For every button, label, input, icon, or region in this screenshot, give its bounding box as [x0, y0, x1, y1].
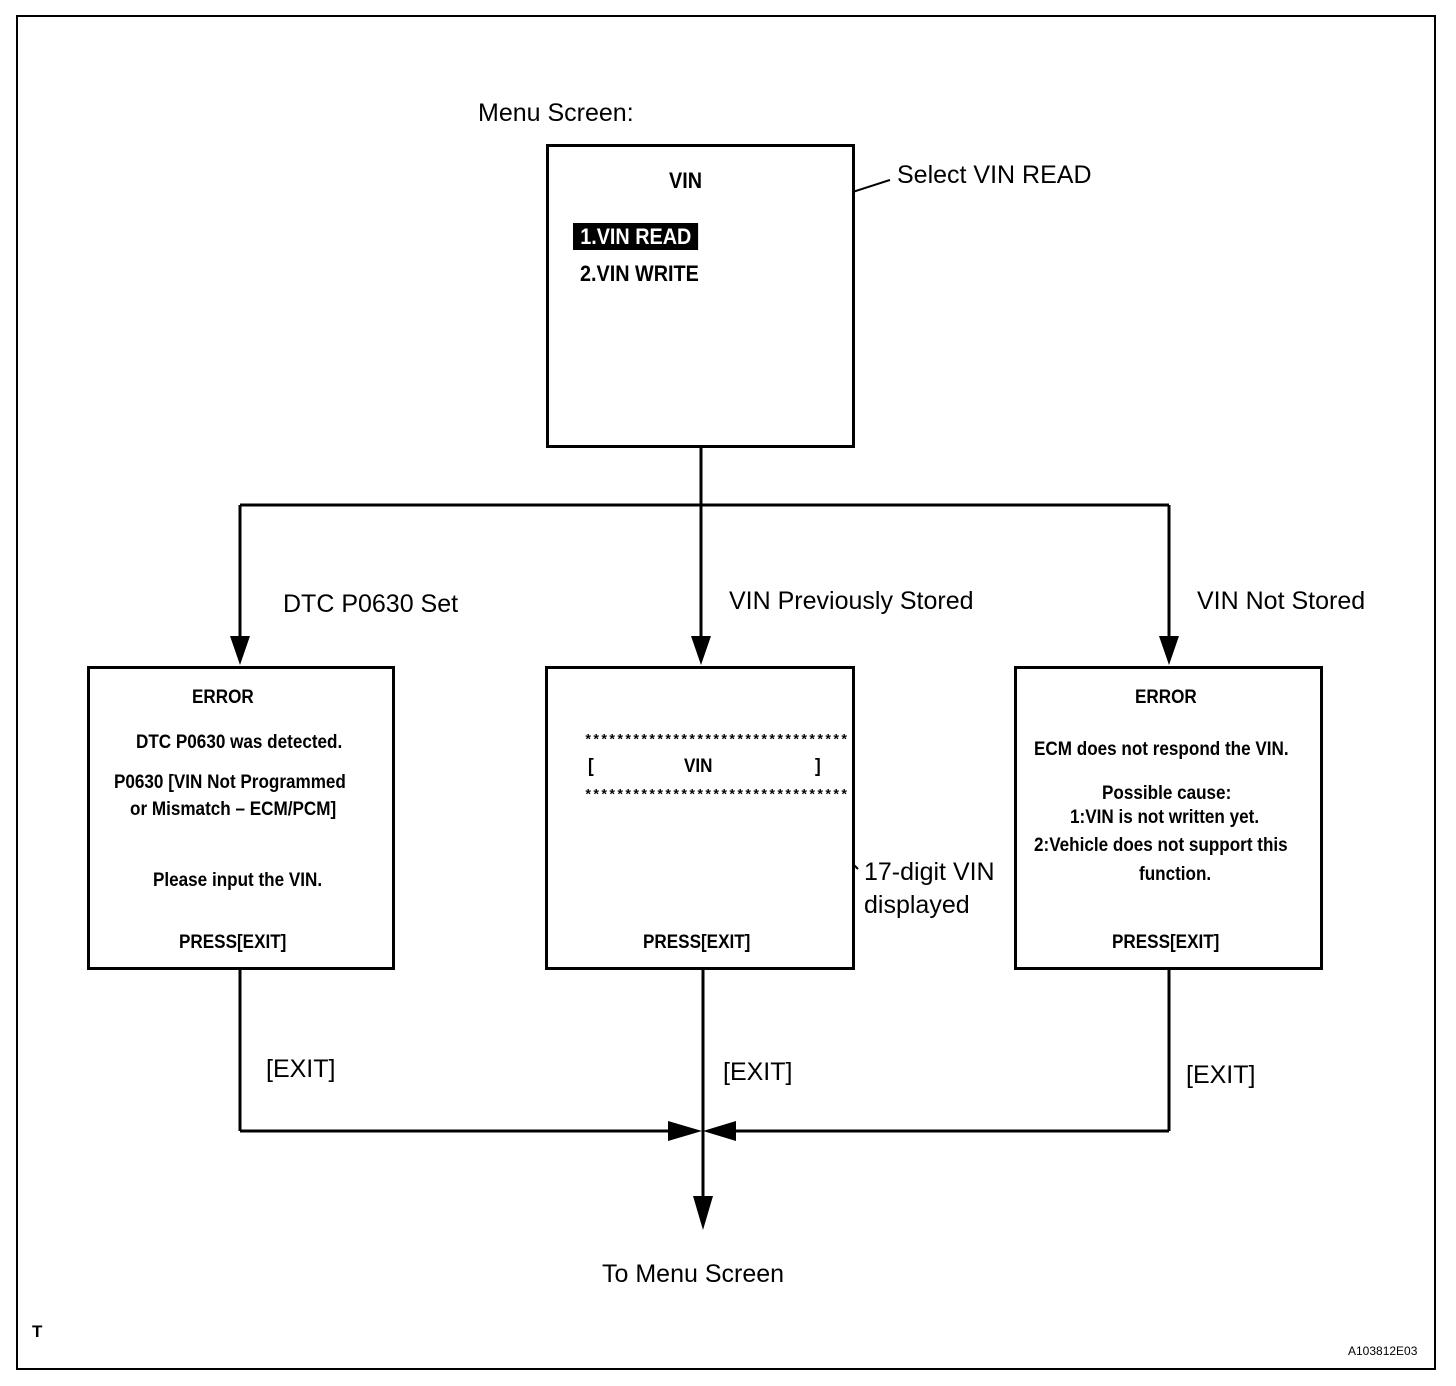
vin-bracket-open: [: [588, 756, 594, 777]
corner-mark: T: [32, 1322, 43, 1341]
left-screen-press: PRESS[EXIT]: [179, 932, 287, 953]
diagram-frame: [16, 15, 1436, 1370]
middle-screen-box: ********************************* [ VIN …: [545, 666, 855, 970]
vin-callout-line1: 17-digit VIN: [864, 858, 995, 886]
exit-right-arrowhead: [703, 1121, 736, 1141]
menu-title: VIN: [669, 168, 703, 193]
branch-middle-label: VIN Previously Stored: [729, 587, 974, 615]
exit-middle-label: [EXIT]: [723, 1058, 793, 1086]
menu-item-vin-read-label: 1.VIN READ: [573, 223, 699, 250]
exit-left-label: [EXIT]: [266, 1055, 336, 1083]
right-screen-box: ERROR ECM does not respond the VIN. Poss…: [1014, 666, 1323, 970]
left-screen-title: ERROR: [192, 687, 254, 708]
vin-stars-bottom: *********************************: [584, 788, 849, 804]
vin-callout-line2: displayed: [864, 891, 970, 919]
menu-caption: Menu Screen:: [478, 99, 634, 127]
right-screen-press: PRESS[EXIT]: [1112, 932, 1220, 953]
branch-left-arrowhead: [230, 636, 250, 665]
vin-stars-top: *********************************: [584, 733, 849, 749]
menu-item-vin-read: 1.VIN READ: [573, 223, 699, 250]
right-screen-line5: function.: [1139, 864, 1212, 885]
exit-right-label: [EXIT]: [1186, 1061, 1256, 1089]
branch-right-label: VIN Not Stored: [1197, 587, 1366, 615]
right-screen-line2: Possible cause:: [1102, 783, 1232, 804]
branch-left-label: DTC P0630 Set: [283, 590, 459, 618]
middle-screen-press: PRESS[EXIT]: [643, 932, 751, 953]
left-screen-line2: P0630 [VIN Not Programmed: [114, 772, 346, 793]
exit-left-arrowhead: [668, 1121, 702, 1141]
branch-right-arrowhead: [1159, 636, 1179, 665]
right-screen-line4: 2:Vehicle does not support this: [1034, 835, 1288, 856]
left-screen-box: ERROR DTC P0630 was detected. P0630 [VIN…: [87, 666, 395, 970]
right-screen-line1: ECM does not respond the VIN.: [1034, 739, 1289, 760]
menu-screen-box: VIN 1.VIN READ 2.VIN WRITE: [546, 144, 855, 448]
figure-id: A103812E03: [1348, 1344, 1418, 1358]
select-callout: Select VIN READ: [897, 161, 1092, 189]
left-screen-line4: Please input the VIN.: [153, 870, 323, 891]
left-screen-line1: DTC P0630 was detected.: [136, 732, 343, 753]
right-screen-line3: 1:VIN is not written yet.: [1070, 807, 1260, 828]
to-menu-screen-label: To Menu Screen: [602, 1260, 785, 1288]
branch-middle-arrowhead: [691, 636, 711, 665]
exit-middle-arrowhead: [693, 1196, 713, 1230]
left-screen-line3: or Mismatch – ECM/PCM]: [130, 799, 337, 820]
right-screen-title: ERROR: [1135, 687, 1197, 708]
vin-placeholder: VIN: [684, 756, 713, 777]
vin-bracket-close: ]: [815, 756, 821, 777]
menu-item-vin-write: 2.VIN WRITE: [580, 261, 699, 286]
